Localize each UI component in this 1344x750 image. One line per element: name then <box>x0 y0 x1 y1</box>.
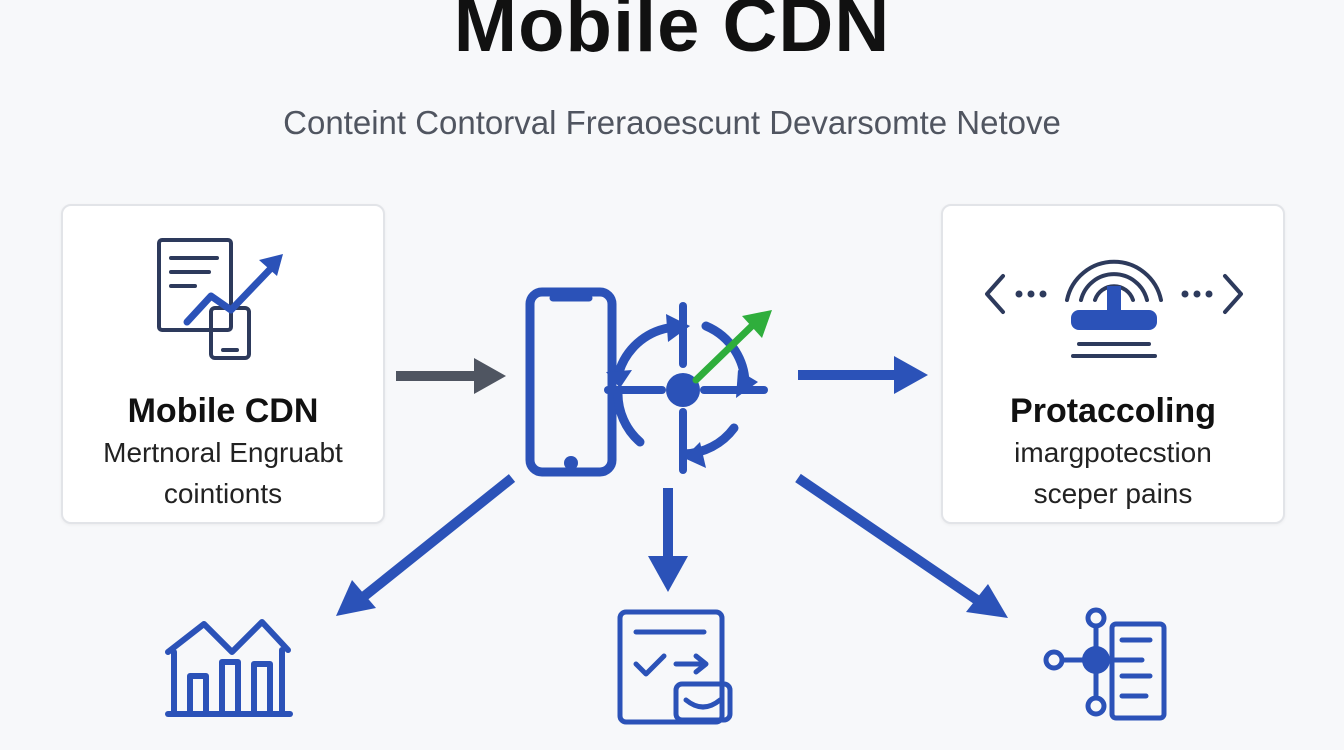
card-title: Protaccoling <box>1010 392 1216 430</box>
card-description-line: imargpotecstion <box>1014 437 1212 468</box>
arrow-center-to-right <box>798 356 928 394</box>
checklist-icon <box>617 609 733 725</box>
card-protaccoling: Protaccoling imargpotecstion sceper pain… <box>941 204 1285 524</box>
broadcast-router-icon <box>985 259 1243 358</box>
arrow-center-to-bottom-center <box>648 488 688 592</box>
card-description-line: Mertnoral Engruabt <box>103 437 343 468</box>
growth-arrow-icon <box>692 310 772 384</box>
smartphone-icon <box>525 287 617 477</box>
document-growth-icon <box>157 238 283 360</box>
page-title: Mobile CDN <box>453 0 891 68</box>
network-node-icon <box>1043 607 1167 721</box>
arrow-center-to-bottom-left <box>336 474 516 616</box>
card-description-line: sceper pains <box>1033 478 1193 509</box>
card-mobile-cdn: Mobile CDN Mertnoral Engruabt cointionts <box>61 204 385 524</box>
house-chart-icon <box>165 619 293 717</box>
page-subtitle: Conteint Contorval Freraoescunt Devarsom… <box>283 104 1061 141</box>
arrow-left-to-center <box>396 358 506 394</box>
refresh-arrowheads <box>606 314 758 468</box>
card-description: Mertnoral Engruabt cointionts <box>63 432 383 514</box>
refresh-target-icon <box>604 302 768 474</box>
card-description-line: cointionts <box>163 478 283 509</box>
card-title: Mobile CDN <box>127 392 319 430</box>
arrow-center-to-bottom-right <box>795 473 1008 618</box>
card-description: imargpotecstion sceper pains <box>943 432 1283 514</box>
